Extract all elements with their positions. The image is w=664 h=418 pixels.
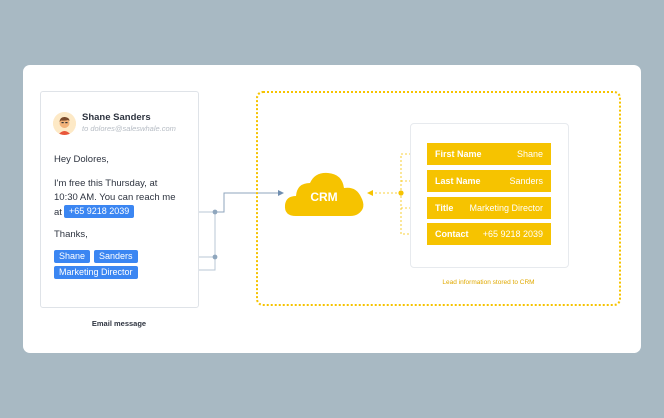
email-greeting: Hey Dolores, xyxy=(54,154,109,165)
crm-region xyxy=(256,91,621,306)
lead-caption: Lead information stored to CRM xyxy=(442,279,535,286)
lead-field-value: Sanders xyxy=(509,176,543,186)
lead-field-last-name: Last Name Sanders xyxy=(427,170,551,192)
lead-field-label: Contact xyxy=(435,229,469,239)
lead-field-value: Marketing Director xyxy=(469,203,543,213)
first-name-chip: Shane xyxy=(54,250,91,263)
email-body-line: at xyxy=(54,207,62,218)
cloud-icon xyxy=(284,172,364,216)
sender-name: Shane Sanders xyxy=(82,112,151,123)
lead-field-value: +65 9218 2039 xyxy=(482,229,543,239)
phone-chip: +65 9218 2039 xyxy=(64,205,135,218)
lead-field-label: Title xyxy=(435,203,454,213)
lead-field-contact: Contact +65 9218 2039 xyxy=(427,223,551,245)
lead-field-first-name: First Name Shane xyxy=(427,143,551,165)
email-caption: Email message xyxy=(91,319,147,328)
recipient-email: to dolores@saleswhale.com xyxy=(82,124,176,133)
email-signoff: Thanks, xyxy=(54,229,88,240)
lead-field-label: Last Name xyxy=(435,176,481,186)
crm-label: CRM xyxy=(310,190,338,204)
lead-field-value: Shane xyxy=(516,149,543,159)
title-chip: Marketing Director xyxy=(54,266,138,279)
last-name-chip: Sanders xyxy=(94,250,138,263)
email-body-line: 10:30 AM. You can reach me xyxy=(54,192,176,203)
lead-field-title: Title Marketing Director xyxy=(427,197,551,219)
lead-field-label: First Name xyxy=(435,149,482,159)
email-body-line: I'm free this Thursday, at xyxy=(54,178,158,189)
avatar xyxy=(53,112,76,135)
